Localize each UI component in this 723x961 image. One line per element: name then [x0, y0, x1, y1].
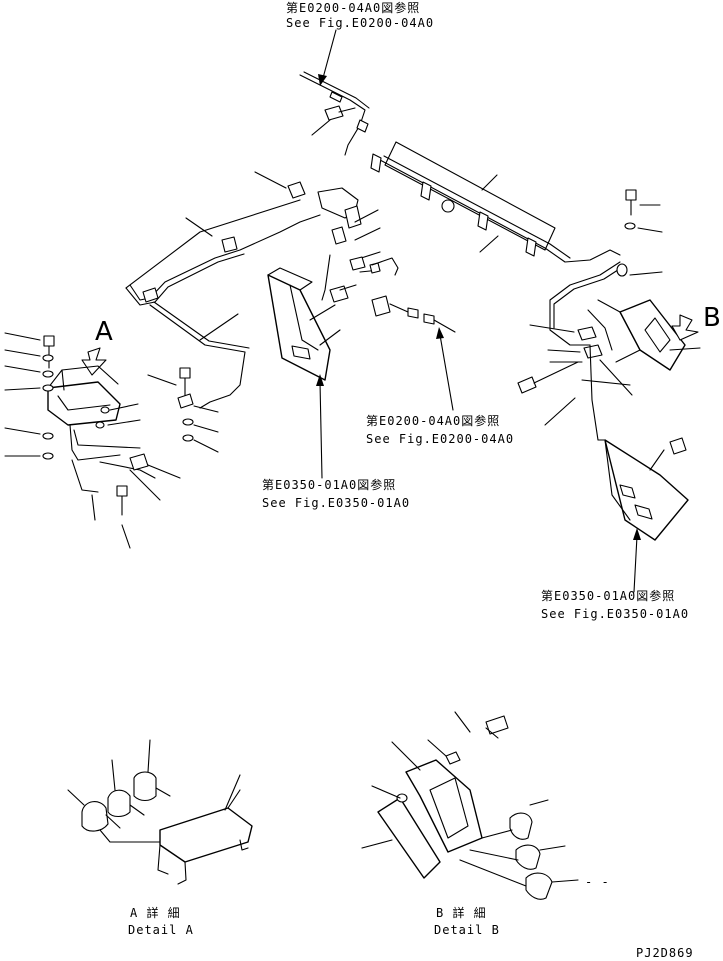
clip-cluster-b	[331, 226, 347, 245]
detail-a-lamp-3	[133, 771, 157, 802]
detail-b-lamp-2	[515, 844, 541, 870]
arrow-a	[81, 347, 107, 376]
middle-harness	[125, 171, 456, 409]
bolt-a3	[179, 367, 191, 379]
clip-b1	[577, 326, 597, 341]
washer-a1	[42, 354, 54, 362]
washer-a5	[42, 452, 54, 460]
mid-bracket-plate	[291, 345, 311, 360]
ref-arrow-top	[318, 29, 337, 86]
drawing-number: PJ2D869	[636, 946, 694, 960]
washer-a4	[42, 432, 54, 440]
connector-top	[329, 91, 343, 103]
ref-mid-en: See Fig.E0200-04A0	[366, 432, 514, 446]
socket-b	[423, 313, 435, 325]
callout-a: A	[95, 317, 113, 347]
arrow-b	[671, 314, 699, 341]
ref-mid-jp: 第E0200-04A0図参照	[366, 413, 500, 428]
bolt-a2	[116, 485, 128, 497]
grommet-b	[616, 263, 628, 277]
detail-a-lamp-2	[107, 789, 131, 818]
connector-small	[349, 256, 366, 271]
socket-a	[407, 307, 419, 319]
ref-arrow-right	[633, 528, 641, 593]
detail-a-jp: A 詳 細	[130, 905, 181, 920]
ref-top-jp: 第E0200-04A0図参照	[286, 0, 420, 15]
grommet	[441, 199, 455, 213]
ref-right-en: See Fig.E0350-01A0	[541, 607, 689, 621]
mid-bolt	[329, 285, 349, 303]
connector-mid-left	[142, 287, 159, 303]
bolt-upper	[324, 105, 344, 121]
left-assembly	[4, 332, 219, 549]
ref-arrow-mid	[436, 327, 454, 411]
washer-b1	[624, 222, 636, 230]
lamp-housing-b	[619, 299, 686, 371]
detail-a	[67, 739, 253, 885]
plate-b2	[634, 504, 653, 520]
connector-a	[129, 453, 149, 471]
washer-a2	[42, 370, 54, 378]
detail-a-bracket	[159, 807, 253, 863]
clip-upper	[356, 119, 369, 133]
tail-mark: - -	[585, 875, 610, 889]
detail-a-en: Detail A	[128, 923, 194, 937]
upper-harness	[299, 71, 621, 263]
ref-left-en: See Fig.E0350-01A0	[262, 496, 410, 510]
detail-b-nut	[445, 751, 461, 765]
clip-cluster-a	[344, 205, 362, 229]
bolt-b3	[669, 437, 687, 455]
washer-a3	[42, 384, 54, 392]
clamp-a	[370, 153, 382, 173]
right-assembly	[517, 189, 701, 541]
ref-arrow-left	[316, 374, 324, 479]
plate-b1	[619, 484, 636, 499]
washer-a6	[100, 406, 110, 414]
detail-b-washer	[396, 793, 408, 803]
detail-b-en: Detail B	[434, 923, 500, 937]
bolt-b1	[625, 189, 637, 201]
clamp-mid	[221, 236, 238, 253]
callout-b: B	[703, 303, 721, 333]
mid-lamp-bracket	[267, 267, 357, 381]
bolt-a1	[43, 335, 55, 347]
detail-b-jp: B 詳 細	[436, 905, 487, 920]
ref-right-jp: 第E0350-01A0図参照	[541, 588, 675, 603]
plug	[371, 295, 391, 317]
washer-a7	[95, 421, 105, 429]
clamp-d	[525, 237, 537, 257]
clamp-b	[420, 181, 432, 201]
clip-a	[177, 393, 194, 409]
washer-a9	[182, 434, 194, 442]
clip-b2	[583, 344, 603, 359]
detail-b-lamp-1	[509, 812, 533, 840]
lamp-housing-a	[47, 381, 121, 426]
detail-b	[361, 711, 579, 900]
bolt-mid	[287, 181, 306, 199]
lower-bracket-b	[604, 439, 689, 541]
ref-left-jp: 第E0350-01A0図参照	[262, 477, 396, 492]
bolt-b2	[517, 376, 537, 394]
detail-b-plate	[377, 797, 441, 879]
detail-a-lamp-1	[81, 801, 109, 832]
clamp-c	[477, 211, 489, 231]
washer-a8	[182, 418, 194, 426]
ref-top-en: See Fig.E0200-04A0	[286, 16, 434, 30]
detail-b-lamp-3	[525, 872, 553, 900]
detail-b-housing	[405, 759, 483, 853]
